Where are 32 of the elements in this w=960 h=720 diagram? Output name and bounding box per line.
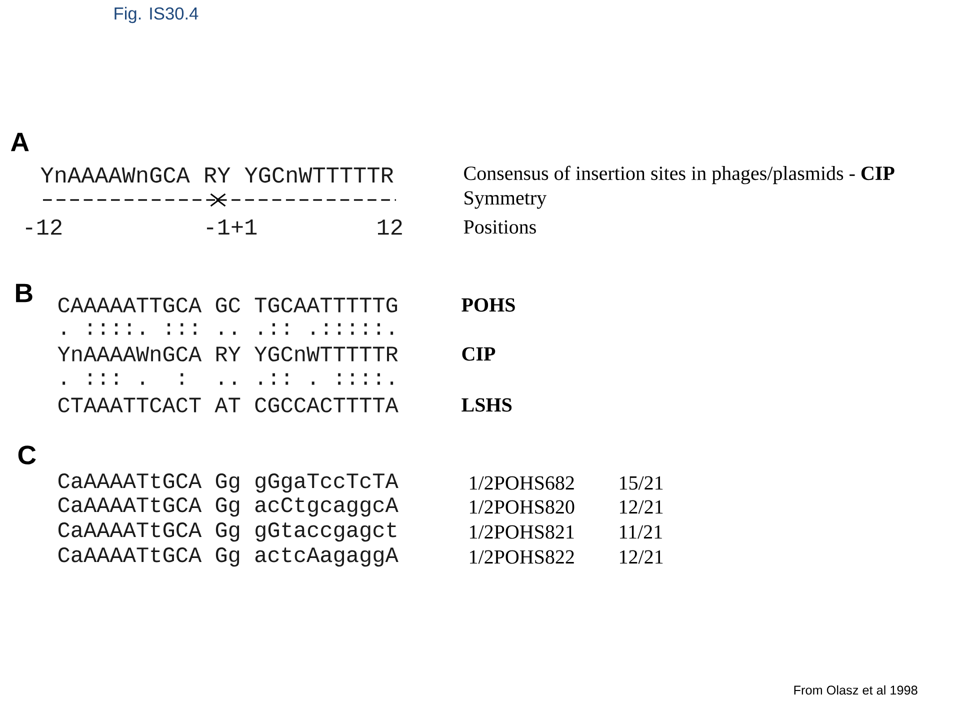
match-symbols: . ::::. ::: .. .:: .:::::. — [62, 323, 394, 335]
dna-sequence: YnAAAAWnGCA RY YGCnWTTTTTR — [40, 167, 394, 183]
site-name: 1/2POHS820 — [470, 500, 574, 514]
dna-sequence: CaAAAATtGCA Gg gGgaTccTcTA — [58, 473, 398, 493]
description-text: Symmetry — [464, 191, 547, 209]
position-number: -1+1 — [206, 220, 257, 234]
panel-letter: B — [16, 284, 32, 302]
description-text: Consensus of insertion sites in phages/plasmids - CIP — [464, 166, 894, 184]
site-name: 1/2POHS822 — [470, 550, 574, 564]
sequence-name: LSHS — [462, 398, 512, 412]
match-score: 11/21 — [620, 525, 662, 539]
site-name: 1/2POHS821 — [470, 525, 574, 539]
dna-sequence: CaAAAATtGCA Gg actcAagaggA — [58, 547, 398, 567]
position-number: -12 — [26, 219, 62, 235]
match-score: 12/21 — [620, 550, 663, 564]
sequence-name: POHS — [462, 298, 515, 312]
position-number: 12 — [378, 219, 402, 235]
source-note: From Olasz et al 1998 — [794, 685, 918, 695]
panel-letter: A — [10, 132, 29, 152]
dna-sequence: CAAAAATTGCA GC TGCAATTTTTG — [58, 298, 398, 312]
figure-title: Fig. IS30.4 — [114, 6, 198, 24]
sequence-name: CIP — [462, 347, 496, 361]
panel-letter: C — [18, 446, 36, 464]
dna-sequence: CaAAAATtGCA Gg gGtaccgagct — [58, 522, 396, 542]
match-score: 12/21 — [620, 500, 663, 514]
site-name: 1/2POHS682 — [470, 476, 574, 490]
dna-sequence: YnAAAAWnGCA RY YGCnWTTTTTR — [58, 346, 398, 362]
dna-sequence: CaAAAATtGCA Gg acCtgcaggcA — [58, 497, 398, 517]
match-symbols: . ::: . : .. .:: . ::::. — [62, 373, 394, 385]
match-score: 15/21 — [620, 476, 663, 490]
description-text: Positions — [464, 220, 536, 234]
dna-sequence: CTAAATTCACT AT CGCCACTTTTA — [58, 398, 398, 412]
